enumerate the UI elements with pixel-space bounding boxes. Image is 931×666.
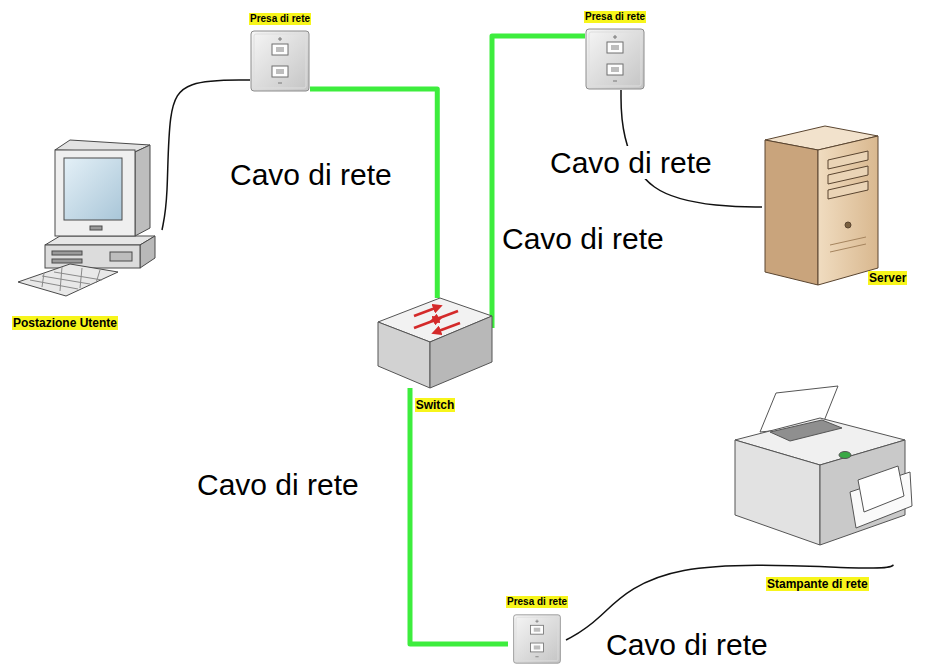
server: Server — [762, 125, 882, 285]
wall-socket — [514, 615, 561, 663]
switch-icon — [378, 298, 492, 388]
network-cable — [162, 80, 250, 230]
wall-socket: Presa di rete — [585, 28, 645, 90]
workstation: Postazione Utente — [12, 140, 162, 305]
wall-socket: Presa di rete — [250, 30, 310, 92]
device-label: Stampante di rete — [766, 577, 869, 591]
cable-label: Cavo di rete — [195, 468, 361, 501]
wall-socket — [586, 29, 644, 89]
server-icon — [765, 126, 878, 285]
device-label: Switch — [415, 398, 456, 412]
cable-label: Cavo di rete — [500, 222, 666, 255]
wall-socket — [251, 31, 309, 91]
workstation-icon — [18, 140, 155, 296]
device-label: Postazione Utente — [12, 316, 118, 330]
network-cable — [410, 388, 508, 644]
network-cable — [492, 36, 585, 328]
network-cable — [310, 89, 437, 298]
device-label: Server — [868, 271, 907, 285]
printer-icon — [735, 386, 912, 545]
network-printer: Stampante di rete — [718, 385, 913, 565]
network-switch: Switch — [378, 298, 492, 388]
device-label: Presa di rete — [249, 13, 311, 25]
cable-label: Cavo di rete — [548, 146, 714, 179]
wall-socket: Presa di rete — [508, 614, 566, 664]
cable-label: Cavo di rete — [604, 628, 770, 661]
device-label: Presa di rete — [506, 596, 568, 608]
device-label: Presa di rete — [584, 11, 646, 23]
cable-label: Cavo di rete — [228, 158, 394, 191]
